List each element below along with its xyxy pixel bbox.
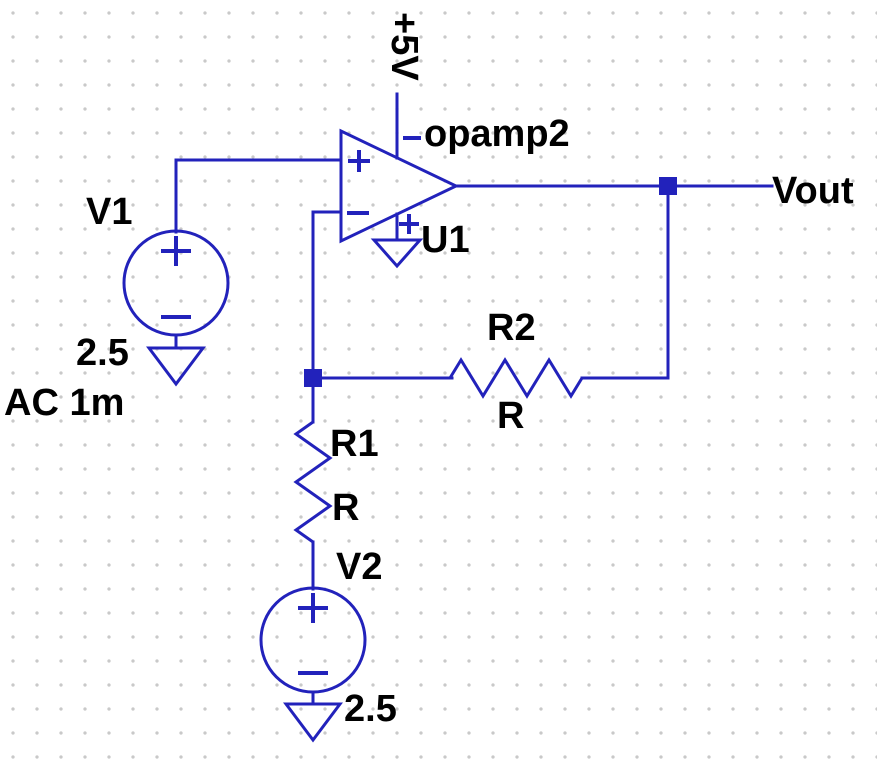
ground-icon	[146, 346, 206, 387]
v1-value-label[interactable]: 2.5	[76, 332, 129, 374]
r1-zigzag	[293, 420, 333, 544]
wires	[174, 92, 774, 380]
source-v2-symbol[interactable]	[259, 586, 367, 694]
opamp-ground-symbol[interactable]	[370, 212, 424, 269]
noninverting-input-wire[interactable]	[174, 158, 342, 234]
inverting-input-wire[interactable]	[311, 210, 342, 380]
r2-value-label[interactable]: R	[497, 395, 524, 437]
feedback-right-wire[interactable]	[580, 184, 670, 380]
v1-ground-symbol[interactable]	[146, 333, 206, 387]
supply-rail-label[interactable]: +5V	[383, 12, 425, 81]
ground-icon	[370, 238, 424, 269]
v2-ground-symbol[interactable]	[283, 690, 343, 743]
opamp-designator-label[interactable]: U1	[421, 219, 470, 261]
r2-zigzag	[448, 357, 584, 399]
r2-designator-label[interactable]: R2	[487, 307, 536, 349]
v1-designator-label[interactable]: V1	[86, 191, 132, 233]
resistor-r2-symbol[interactable]	[448, 357, 584, 399]
output-net-label[interactable]: Vout	[772, 170, 854, 212]
r1-value-label[interactable]: R	[332, 487, 359, 529]
source-v1-symbol[interactable]	[122, 229, 230, 337]
junction-node-feedback[interactable]	[304, 369, 322, 387]
v1-spice-directive-label[interactable]: AC 1m	[4, 382, 124, 424]
ground-icon	[283, 702, 343, 743]
r1-designator-label[interactable]: R1	[330, 423, 379, 465]
v2-designator-label[interactable]: V2	[336, 546, 382, 588]
v2-value-label[interactable]: 2.5	[344, 688, 397, 730]
opamp-type-label[interactable]: opamp2	[424, 113, 570, 155]
junction-node-output[interactable]	[659, 177, 677, 195]
resistor-r1-symbol[interactable]	[293, 385, 333, 591]
